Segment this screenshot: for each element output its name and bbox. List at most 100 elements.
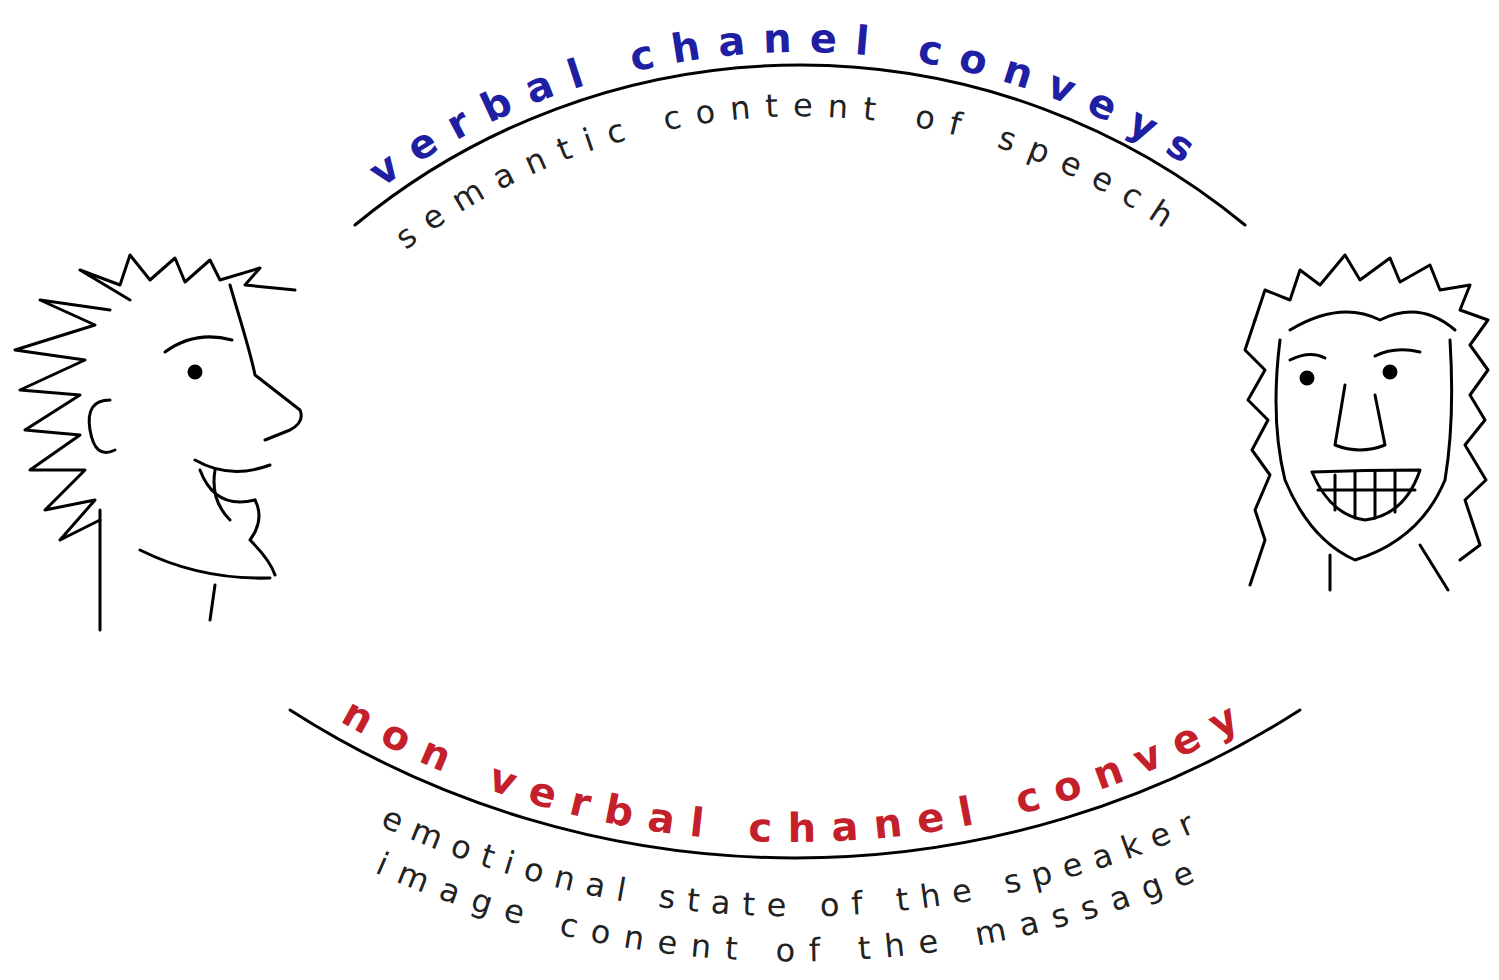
arc-letter: s: [995, 121, 1021, 157]
arc-letter: t: [742, 888, 756, 921]
arc-letter: t: [894, 883, 910, 916]
arc-letter: l: [562, 53, 587, 95]
arc-letter: r: [566, 780, 595, 824]
arc-letter: l: [955, 791, 976, 833]
arc-letter: n: [415, 730, 457, 778]
arc-letter: e: [1058, 847, 1086, 883]
arc-letter: e: [1056, 145, 1087, 182]
arc-letter: n: [1087, 749, 1128, 796]
arc-letter: [983, 785, 1005, 827]
arc-letter: c: [916, 28, 947, 72]
arc-letter: t: [862, 93, 878, 126]
arc-letter: m: [393, 856, 434, 897]
arc-letter: l: [688, 802, 706, 843]
arc-letter: h: [883, 929, 906, 963]
arc-letter: [980, 870, 996, 903]
arc-letter: e: [809, 18, 837, 59]
arc-letter: e: [377, 801, 408, 838]
arc-letter: c: [660, 101, 683, 136]
arc-letter: [949, 921, 964, 954]
arc-letter: [533, 902, 551, 936]
arc-letter: f: [850, 887, 863, 920]
arc-letter: o: [819, 888, 840, 921]
arc-letter: a: [1105, 880, 1134, 917]
arc-letter: p: [1028, 856, 1056, 892]
arc-letter: [635, 107, 652, 141]
arc-letter: t: [724, 932, 739, 965]
arc-letter: [635, 877, 650, 910]
arc-letter: a: [436, 873, 465, 910]
arc-letter: n: [519, 142, 550, 179]
arc-letter: c: [626, 33, 658, 77]
arc-letter: k: [1117, 828, 1145, 864]
arc-letter: r: [1173, 807, 1198, 842]
arc-letter: v: [362, 145, 406, 193]
arc-letter: t: [685, 884, 701, 917]
arc-letter: [885, 23, 904, 64]
arc-letter: c: [1117, 177, 1148, 214]
arc-letter: n: [871, 802, 903, 845]
arc-letter: e: [525, 769, 562, 815]
arc-letter: t: [553, 132, 576, 166]
arc-letter: s: [1001, 864, 1024, 899]
arc-letter: [971, 114, 990, 148]
arc-letter: t: [765, 90, 779, 123]
arc-letter: g: [1136, 868, 1166, 905]
arc-letter: e: [501, 893, 529, 929]
arc-letter: e: [949, 874, 974, 909]
arc-letter: s: [1076, 890, 1101, 925]
arc-letter: t: [857, 932, 872, 965]
arc-letter: v: [484, 757, 522, 803]
arc-letter: [751, 934, 762, 966]
arc-letter: n: [827, 90, 849, 123]
arc-letter: v: [1128, 733, 1168, 780]
arc-letter: o: [588, 914, 613, 949]
arc-letter: [456, 747, 483, 789]
arc-letter: m: [446, 174, 489, 217]
arc-letter: b: [601, 788, 637, 833]
arc-letter: a: [716, 20, 747, 62]
arc-letter: a: [519, 63, 559, 110]
arc-letter: l: [614, 873, 628, 906]
arc-letter: o: [775, 934, 795, 966]
arc-letter: e: [766, 889, 786, 921]
arc-letter: h: [668, 25, 702, 69]
top-arc: [355, 65, 1245, 225]
arc-letter: a: [830, 806, 859, 847]
arc-letter: [873, 885, 886, 918]
arc-letter: o: [521, 852, 548, 888]
arc-letter: f: [809, 934, 821, 966]
arc-letter: [718, 805, 735, 846]
arc-letter: e: [416, 198, 450, 236]
arc-letter: e: [916, 925, 940, 959]
arc-letter: e: [1087, 161, 1119, 198]
arc-letter: [594, 43, 618, 85]
arc-letter: c: [557, 908, 581, 943]
arc-letter: c: [603, 114, 629, 150]
arc-letter: y: [1122, 101, 1164, 149]
arc-letter: s: [390, 219, 423, 255]
arc-letter: n: [999, 48, 1038, 95]
arc-letter: n: [763, 18, 793, 59]
arc-letter: i: [500, 846, 518, 879]
arc-letter: g: [468, 883, 497, 920]
arc-letter: c: [748, 807, 773, 848]
arc-letter: y: [1202, 697, 1244, 745]
arc-letter: a: [645, 796, 678, 840]
arc-letter: a: [487, 157, 519, 194]
arc-letter: i: [372, 848, 393, 881]
arc-letter: a: [1016, 906, 1042, 942]
arc-letter: f: [946, 107, 964, 141]
arc-letter: o: [447, 829, 476, 866]
arc-letter: p: [1024, 132, 1055, 169]
arc-letter: n: [336, 691, 380, 740]
arc-letter: o: [376, 712, 418, 760]
arc-letter: r: [440, 101, 476, 146]
arc-letter: e: [914, 796, 947, 840]
arc-letter: m: [407, 813, 448, 854]
arc-letter: h: [1144, 195, 1179, 233]
arc-letter: h: [918, 879, 942, 913]
arc-letter: l: [854, 20, 871, 61]
arc-letter: e: [1082, 80, 1123, 128]
